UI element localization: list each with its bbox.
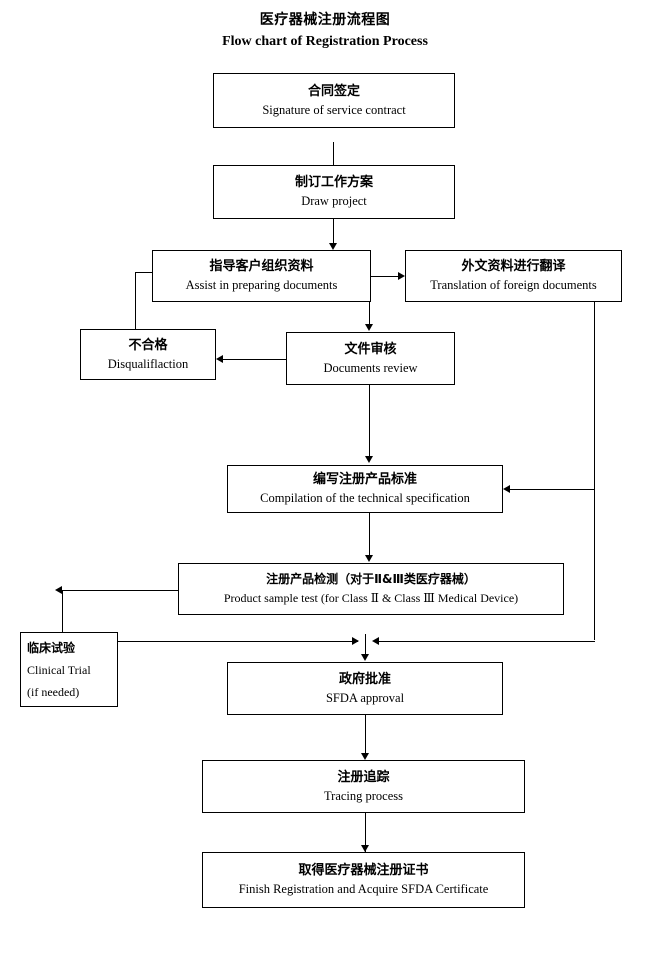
node-compilation-of-technical-specification[interactable]: 编写注册产品标准 Compilation of the technical sp…: [227, 465, 503, 513]
arrowhead-review-to-disqualify: [216, 355, 223, 363]
node-label-en: Clinical Trial: [27, 662, 91, 677]
arrowhead-review-to-spec: [365, 456, 373, 463]
arrowhead-assist-to-translate: [398, 272, 405, 280]
connector-test-to-junction: [365, 634, 366, 642]
node-label-en: Tracing process: [323, 788, 404, 803]
node-label-cn: 文件审核: [344, 341, 397, 357]
connector-disqualify-to-assist: [135, 272, 153, 273]
node-label-en: Disqualiflaction: [107, 356, 189, 371]
connector-clinical-down: [62, 590, 63, 632]
connector-spec-to-test: [369, 513, 370, 557]
connector-assist-to-review: [369, 302, 370, 327]
chart-title: 医疗器械注册流程图 Flow chart of Registration Pro…: [0, 10, 650, 52]
node-label-cn: 不合格: [128, 337, 168, 353]
connector-review-to-disqualify: [223, 359, 286, 360]
node-label-cn: 制订工作方案: [294, 175, 373, 190]
node-label-cn: 注册追踪: [337, 769, 390, 785]
node-label-cn: 指导客户组织资料: [209, 259, 314, 274]
node-label-en: Draw project: [301, 194, 367, 208]
node-label-en: Finish Registration and Acquire SFDA Cer…: [238, 882, 489, 896]
node-label-en: SFDA approval: [325, 690, 405, 705]
node-label-en: Translation of foreign documents: [430, 278, 597, 292]
node-draw-project[interactable]: 制订工作方案 Draw project: [213, 165, 455, 219]
chart-title-en: Flow chart of Registration Process: [222, 34, 428, 49]
node-clinical-trial[interactable]: 临床试验 Clinical Trial (if needed): [20, 632, 118, 707]
arrowhead-plan-to-assist: [329, 243, 337, 250]
node-sfda-approval[interactable]: 政府批准 SFDA approval: [227, 662, 503, 715]
arrowhead-approval-to-tracing: [361, 753, 369, 760]
node-label-en: Signature of service contract: [262, 102, 406, 117]
chart-title-cn: 医疗器械注册流程图: [259, 12, 391, 28]
node-translation-of-foreign-documents[interactable]: 外文资料进行翻译 Translation of foreign document…: [405, 250, 622, 302]
arrowhead-tracing-to-finish: [361, 845, 369, 852]
connector-review-to-spec: [369, 385, 370, 458]
arrowhead-spec-to-test: [365, 555, 373, 562]
connector-contract-to-plan: [333, 142, 334, 186]
node-finish-registration[interactable]: 取得医疗器械注册证书 Finish Registration and Acqui…: [202, 852, 525, 908]
node-label-en: Compilation of the technical specificati…: [260, 491, 470, 505]
connector-rail-to-spec: [510, 489, 595, 490]
node-label-en: Assist in preparing documents: [185, 278, 338, 292]
node-label-cn: 编写注册产品标准: [312, 472, 417, 487]
arrowhead-rail-to-spec: [503, 485, 510, 493]
node-assist-in-preparing-documents[interactable]: 指导客户组织资料 Assist in preparing documents: [152, 250, 371, 302]
arrowhead-junction-to-approval: [361, 654, 369, 661]
node-product-sample-test[interactable]: 注册产品检测（对于Ⅱ&Ⅲ类医疗器械） Product sample test (…: [178, 563, 564, 615]
node-label-en: Documents review: [323, 360, 418, 375]
connector-test-to-clinical: [62, 590, 179, 591]
node-label-cn: 注册产品检测（对于Ⅱ&Ⅲ类医疗器械）: [266, 572, 476, 586]
node-label-cn: 政府批准: [338, 671, 391, 687]
arrowhead-assist-to-review: [365, 324, 373, 331]
connector-junction-to-approval: [365, 641, 366, 657]
node-label-cn: 取得医疗器械注册证书: [298, 863, 429, 878]
node-label-note: (if needed): [27, 684, 80, 699]
connector-translate-right-rail: [594, 302, 595, 640]
node-signature-of-service-contract[interactable]: 合同签定 Signature of service contract: [213, 73, 455, 128]
connector-plan-to-assist: [333, 219, 334, 248]
node-label-cn: 外文资料进行翻译: [461, 259, 566, 274]
arrowhead-clinical-to-junction: [352, 637, 359, 645]
connector-clinical-to-junction: [118, 641, 358, 642]
arrowhead-rail-to-junction: [372, 637, 379, 645]
connector-tracing-to-finish: [365, 813, 366, 853]
connector-assist-to-translate: [371, 276, 399, 277]
connector-approval-to-tracing: [365, 715, 366, 755]
node-label-cn: 临床试验: [27, 640, 76, 655]
node-tracing-process[interactable]: 注册追踪 Tracing process: [202, 760, 525, 813]
arrowhead-test-to-clinical: [55, 586, 62, 594]
connector-disqualify-up: [135, 272, 136, 330]
node-label-en: Product sample test (for Class Ⅱ & Class…: [223, 591, 519, 605]
node-disqualiflaction[interactable]: 不合格 Disqualiflaction: [80, 329, 216, 380]
node-documents-review[interactable]: 文件审核 Documents review: [286, 332, 455, 385]
node-label-cn: 合同签定: [307, 83, 360, 99]
connector-rail-to-junction: [378, 641, 595, 642]
